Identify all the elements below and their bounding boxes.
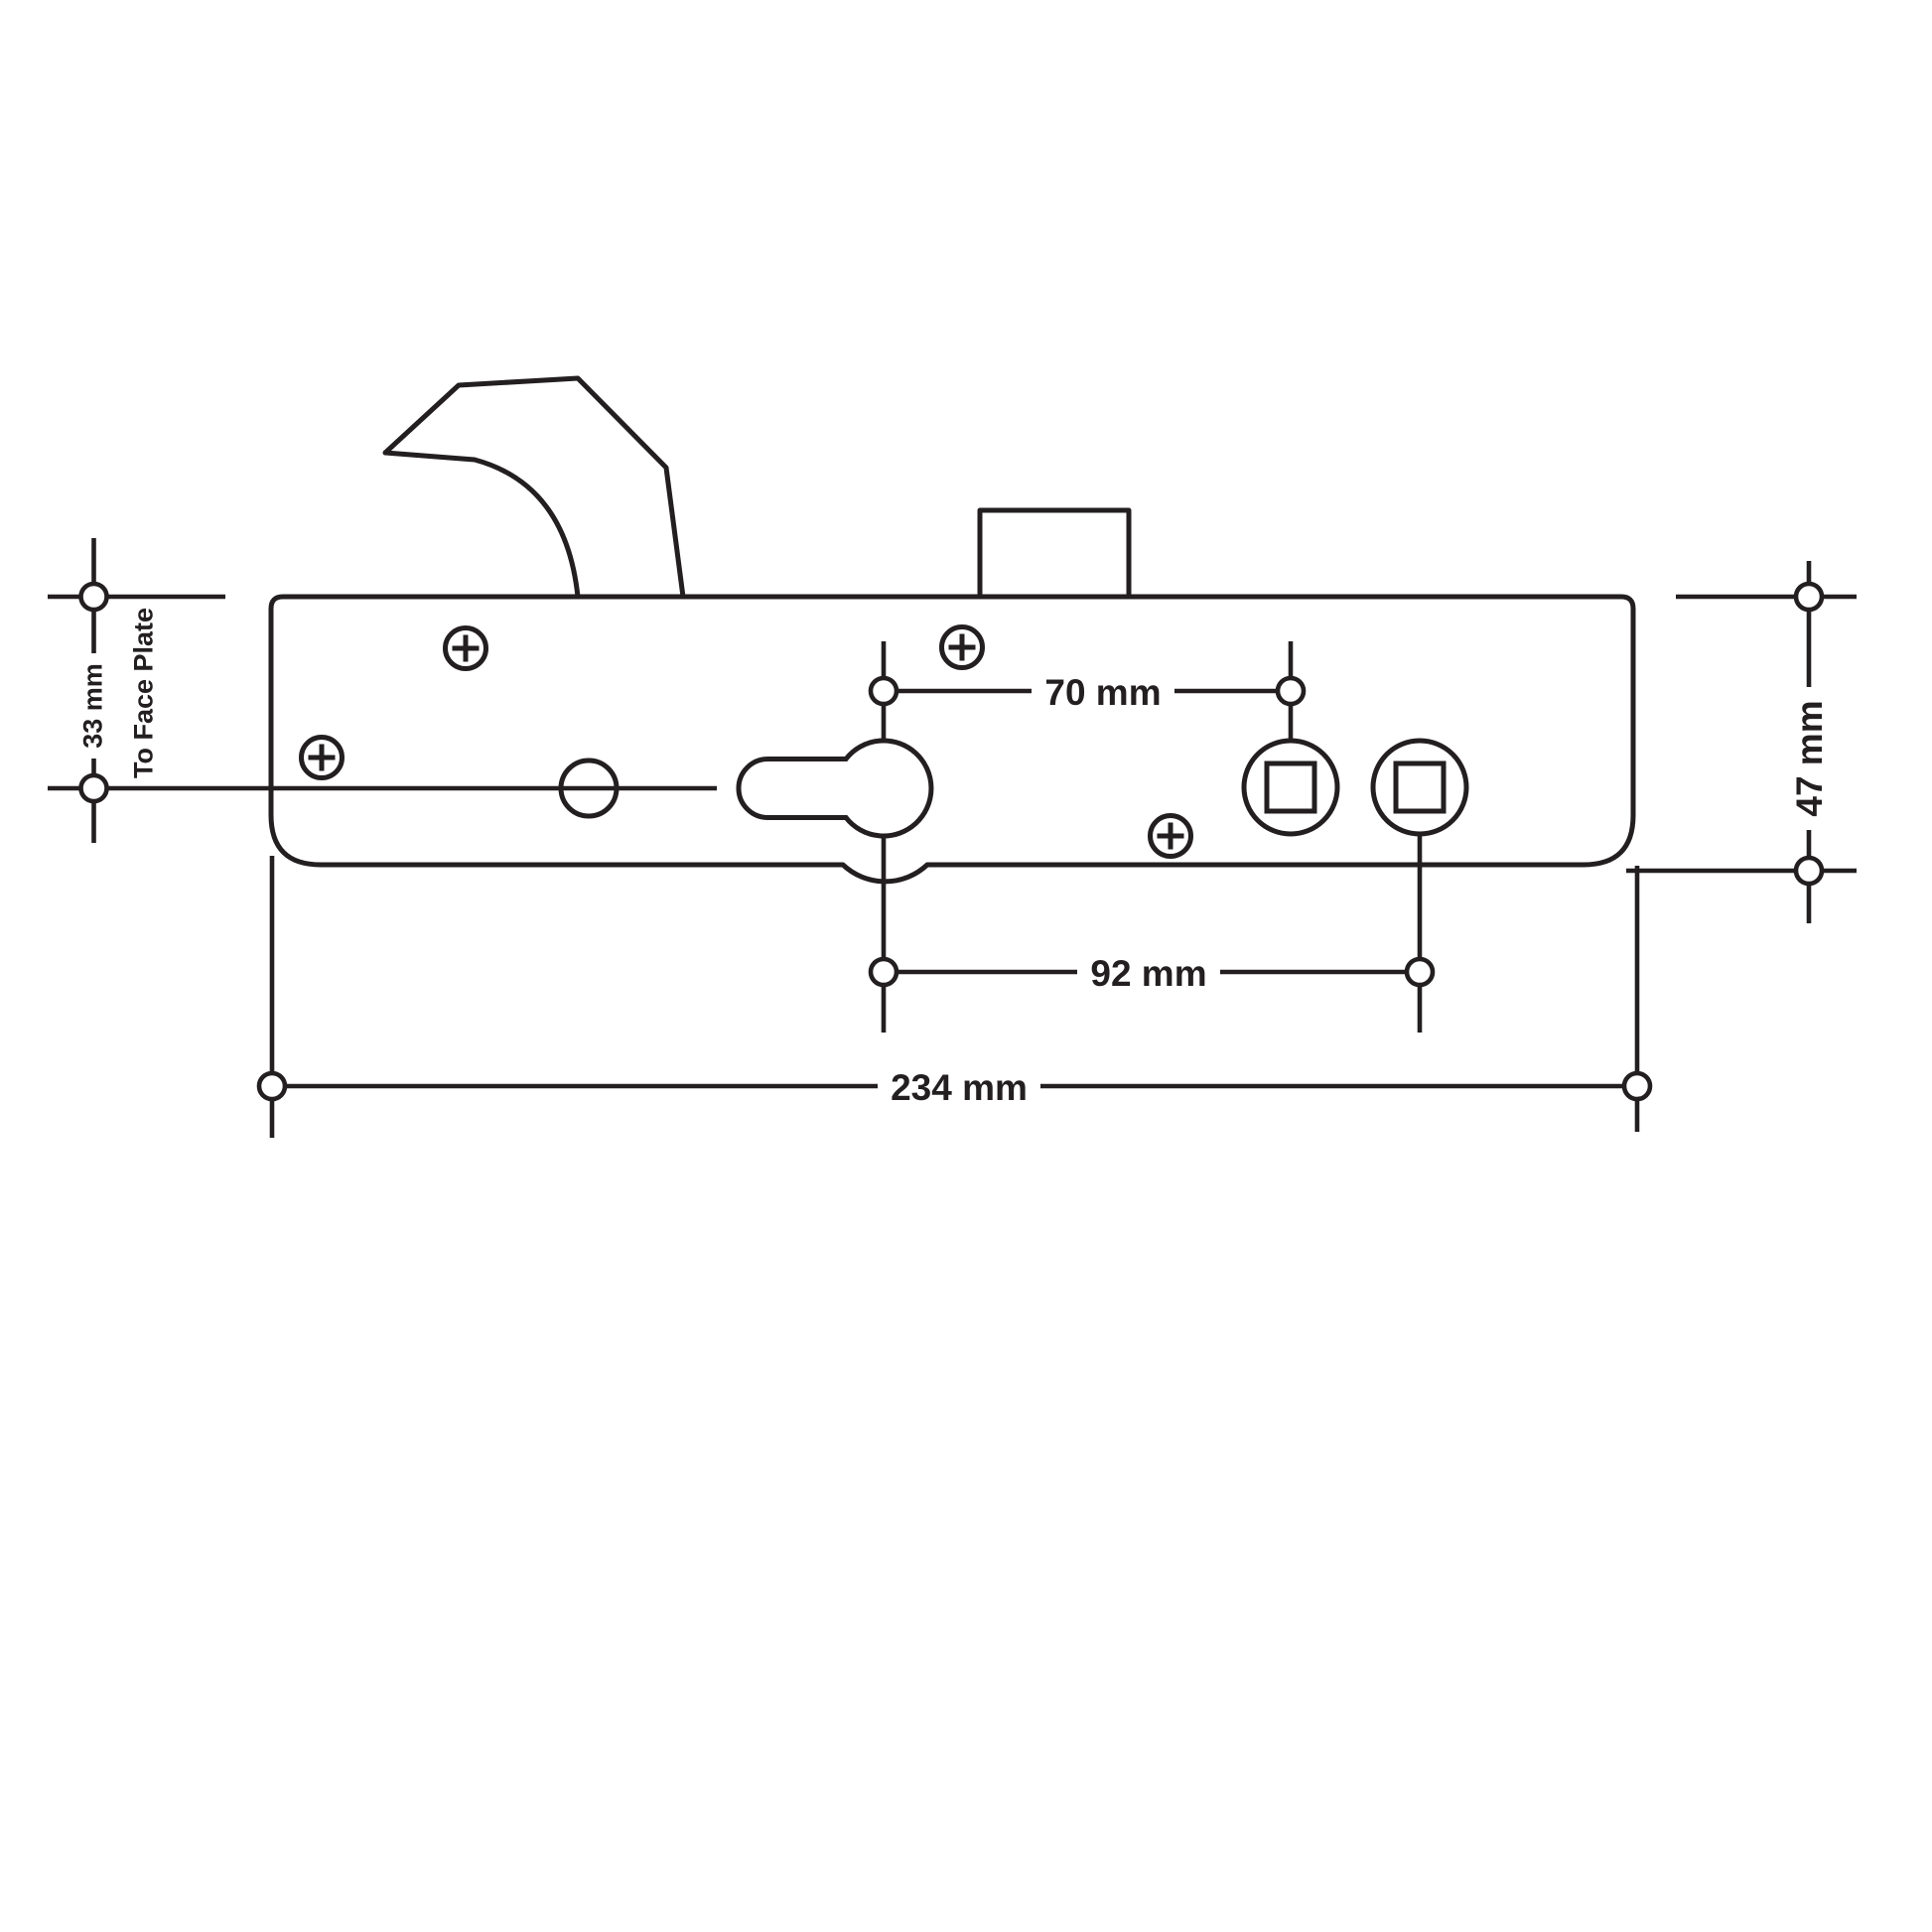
euro-cylinder-cutout bbox=[736, 738, 934, 839]
to-face-plate-label-group: To Face Plate bbox=[126, 606, 160, 780]
hook-bolt-shape bbox=[382, 375, 686, 600]
screw-symbol-bottom-middle bbox=[1148, 813, 1193, 859]
dim-234-label-bg bbox=[878, 1065, 1040, 1108]
to-face-plate-label-bg bbox=[126, 606, 160, 780]
dim-234-label-group: 234 mm bbox=[878, 1065, 1040, 1108]
dim-47-dot-bottom bbox=[1793, 855, 1825, 887]
to-face-plate-label: To Face Plate bbox=[129, 608, 159, 778]
dim-234-label: 234 mm bbox=[891, 1067, 1028, 1108]
dim-47-label: 47 mm bbox=[1789, 700, 1830, 816]
dim-70-dot-left bbox=[868, 675, 899, 707]
screw-circle bbox=[299, 735, 345, 780]
latch-tab-shape bbox=[977, 507, 1132, 600]
spindle-hole-2-square bbox=[1393, 760, 1447, 814]
dim-92-label: 92 mm bbox=[1090, 953, 1206, 994]
screw-symbol-top-middle bbox=[939, 624, 985, 670]
dim-33-label-group: 33 mm bbox=[75, 653, 109, 759]
dim-234-dot-right bbox=[1621, 1070, 1653, 1102]
dim-33-dot-top bbox=[78, 581, 109, 613]
dim-47-label-bg bbox=[1788, 687, 1831, 830]
dim-70-dot-right bbox=[1275, 675, 1307, 707]
dimension-dots-group bbox=[78, 581, 1825, 1102]
screw-symbol-top-left bbox=[443, 625, 488, 671]
spindle-hole-2 bbox=[1370, 738, 1469, 837]
dim-70-label-bg bbox=[1032, 670, 1174, 713]
dim-33-label-bg bbox=[75, 653, 109, 759]
lock-parts-group bbox=[48, 375, 1636, 885]
dim-234-dot-left bbox=[256, 1070, 288, 1102]
dim-47-dot-top bbox=[1793, 581, 1825, 613]
dim-33-label: 33 mm bbox=[78, 663, 108, 749]
dim-92-dot-right bbox=[1404, 956, 1436, 988]
spindle-hole-1-square bbox=[1264, 760, 1317, 814]
spindle-hole-1 bbox=[1241, 738, 1340, 837]
dim-70-label-group: 70 mm bbox=[1032, 670, 1174, 713]
dim-47-label-group: 47 mm bbox=[1788, 687, 1831, 830]
screw-circle bbox=[1148, 813, 1193, 859]
screw-symbol-left bbox=[299, 735, 345, 780]
screw-circle bbox=[939, 624, 985, 670]
fixing-hole bbox=[558, 758, 620, 819]
dim-33-dot-bottom bbox=[78, 772, 109, 804]
spindle-hole-2-circle bbox=[1370, 738, 1469, 837]
dim-70-label: 70 mm bbox=[1044, 672, 1161, 713]
dim-92-dot-left bbox=[868, 956, 899, 988]
dim-92-label-bg bbox=[1077, 951, 1220, 994]
dimension-labels-group: 70 mm 92 mm 234 mm 33 mm To Face Plate 4… bbox=[75, 606, 1831, 1108]
spindle-hole-1-circle bbox=[1241, 738, 1340, 837]
dim-92-label-group: 92 mm bbox=[1077, 951, 1220, 994]
screw-circle bbox=[443, 625, 488, 671]
